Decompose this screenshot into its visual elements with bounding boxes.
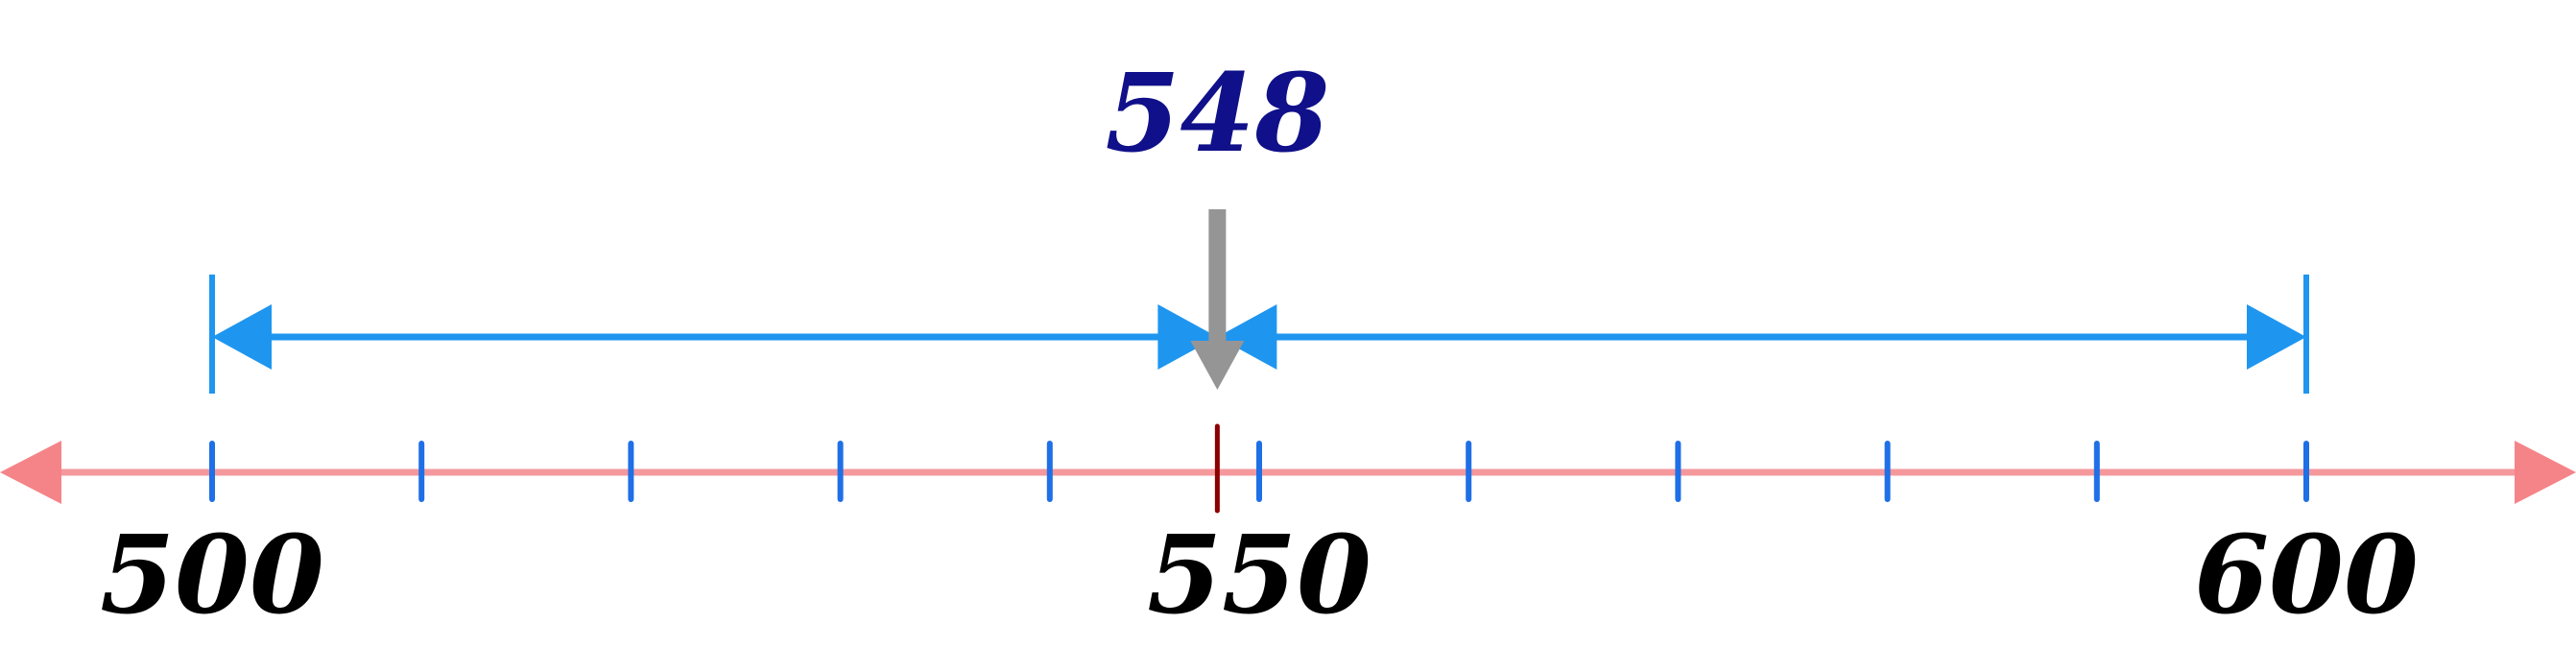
axis-left-arrowhead	[0, 441, 61, 504]
distance-arrow-548-600	[1217, 304, 2306, 370]
marker-pointer-arrow	[1190, 209, 1245, 390]
axis-ticks	[209, 441, 2309, 502]
axis-label-550: 550	[1147, 513, 1371, 638]
axis-label-500: 500	[100, 513, 324, 638]
distance-arrow-right-head	[1157, 304, 1218, 370]
axis-label-600: 600	[2194, 513, 2419, 638]
distance-arrow-left-head	[1217, 304, 1277, 370]
distance-arrow-left-head	[212, 304, 272, 370]
marker-value-label: 548	[1105, 51, 1329, 177]
axis-right-arrowhead	[2515, 441, 2576, 504]
distance-arrow-right-head	[2247, 304, 2306, 370]
axis-labels: 500 550 600	[100, 513, 2419, 638]
distance-arrow-500-548	[212, 304, 1218, 370]
distance-arrows	[209, 275, 2309, 394]
